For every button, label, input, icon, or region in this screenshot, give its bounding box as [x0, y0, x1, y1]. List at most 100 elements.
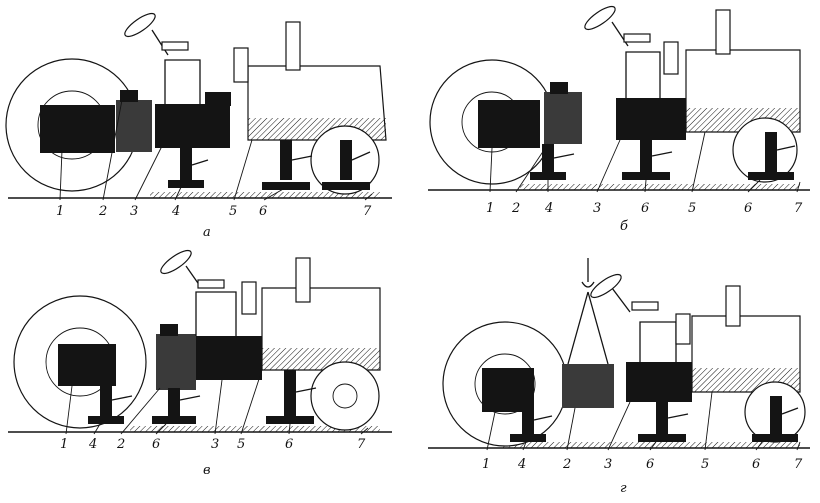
panel-a-caption: а: [203, 225, 211, 240]
panel-b-track: [520, 184, 800, 190]
panel-a-jack-4: [168, 148, 209, 188]
panel-v-jack-6a: [152, 388, 201, 424]
panel-v-part-3: [196, 336, 262, 380]
panel-g-jack-6b: [752, 396, 799, 442]
panel-a-track: [150, 192, 380, 198]
panel-g-part-1: [482, 368, 534, 412]
panel-g-part-2: [562, 364, 614, 408]
panel-v-label-6a: 6: [152, 437, 160, 452]
panel-b-steering-wheel: [584, 5, 616, 31]
panel-v-part-1: [58, 344, 116, 386]
panel-a-steering-wheel: [124, 12, 156, 38]
panel-a-label-1: 1: [56, 204, 64, 219]
panel-b: 1 2 4 3 6 5 6 7 б: [428, 5, 810, 234]
panel-g-label-4: 4: [517, 457, 526, 472]
panel-g-label-2: 2: [562, 457, 571, 472]
panel-b-caption: б: [620, 219, 628, 234]
panel-a-label-6: 6: [259, 204, 267, 219]
panel-a-part-2: [116, 100, 152, 152]
panel-g-part-3: [626, 362, 692, 402]
panel-b-cab: [625, 51, 661, 98]
panel-a-label-7: 7: [363, 204, 372, 219]
panel-g-label-5: 5: [701, 457, 709, 472]
panel-b-jack-6b: [748, 132, 796, 180]
panel-v-label-3: 3: [211, 437, 219, 452]
panel-g-steering-column: [611, 287, 631, 313]
panel-b-seat: [623, 33, 651, 43]
panel-v-front-hub: [332, 383, 358, 409]
panel-b-label-6b: 6: [744, 201, 752, 216]
panel-v-stack: [241, 281, 257, 315]
panel-g: 1 4 2 3 6 5 6 7 г: [428, 258, 810, 496]
panel-a: 1 2 3 4 5 6 7 а: [5, 12, 392, 240]
panel-b-jack-6a: [622, 140, 673, 180]
panel-v-cab: [195, 291, 237, 336]
panel-v-seat: [197, 279, 225, 289]
panel-a-jack-6b: [322, 140, 371, 190]
panel-a-seat: [161, 41, 189, 51]
panel-g-label-3: 3: [604, 457, 612, 472]
panel-a-part-3: [155, 104, 230, 148]
panel-g-steering-wheel: [590, 273, 622, 299]
panel-v-label-5: 5: [237, 437, 245, 452]
panel-a-air-filter: [285, 21, 301, 71]
panel-a-label-4: 4: [171, 204, 180, 219]
panel-g-stack: [675, 313, 691, 345]
panel-g-jack-6a: [638, 402, 689, 442]
panel-a-part-1: [40, 105, 115, 153]
panel-g-air-filter: [725, 285, 741, 327]
panel-v-front-wheel: [310, 361, 380, 431]
panel-g-chain-left: [567, 291, 589, 365]
panel-g-label-6b: 6: [752, 457, 760, 472]
panel-g-chain-right: [587, 291, 609, 365]
panel-g-label-7: 7: [794, 457, 803, 472]
panel-a-part-3-top: [205, 92, 231, 106]
panel-b-label-5: 5: [688, 201, 696, 216]
panel-g-caption: г: [620, 481, 627, 496]
panel-g-cab: [639, 321, 677, 362]
panel-g-label-6a: 6: [646, 457, 654, 472]
panel-a-cab: [164, 59, 201, 104]
panel-v: 1 4 2 6 3 5 6 7 в: [8, 249, 392, 478]
panel-a-jack-6a: [262, 140, 313, 190]
panel-v-label-7: 7: [357, 437, 366, 452]
panel-a-part-2-top: [120, 90, 138, 102]
panel-b-stack: [663, 41, 679, 75]
panel-b-part-2: [544, 92, 582, 144]
panel-v-label-6b: 6: [285, 437, 293, 452]
panel-a-steering-column: [151, 29, 169, 56]
panel-b-air-filter: [715, 9, 731, 55]
panel-b-part-3: [616, 98, 686, 140]
panel-g-seat: [631, 301, 659, 311]
panel-v-air-filter: [295, 257, 311, 303]
panel-b-label-3: 3: [593, 201, 601, 216]
panel-b-label-6a: 6: [641, 201, 649, 216]
panel-v-steering-wheel: [160, 249, 192, 275]
panel-v-label-1: 1: [60, 437, 68, 452]
panel-v-part-2: [156, 334, 196, 390]
panel-a-label-2: 2: [98, 204, 107, 219]
panel-v-jack-4: [88, 384, 133, 424]
panel-b-label-1: 1: [486, 201, 494, 216]
panel-a-stack: [233, 47, 249, 83]
panel-a-label-5: 5: [229, 204, 237, 219]
panel-g-hoist-hook: [581, 281, 595, 288]
panel-b-part-2-top: [550, 82, 568, 94]
panel-a-label-3: 3: [130, 204, 138, 219]
panel-g-track: [500, 442, 800, 448]
panel-g-jack-4: [510, 408, 553, 442]
panel-b-label-2: 2: [511, 201, 520, 216]
panel-v-jack-6b: [266, 370, 317, 424]
panel-g-label-1: 1: [482, 457, 490, 472]
panel-v-part-2-top: [160, 324, 178, 336]
panel-b-label-4: 4: [544, 201, 553, 216]
panel-v-label-4: 4: [88, 437, 97, 452]
panel-b-part-1: [478, 100, 540, 148]
panel-b-label-7: 7: [794, 201, 803, 216]
panel-v-track: [130, 426, 380, 432]
panel-g-rear-rim: [474, 353, 536, 415]
panel-b-jack-4: [530, 144, 575, 180]
panel-v-caption: в: [203, 463, 211, 478]
